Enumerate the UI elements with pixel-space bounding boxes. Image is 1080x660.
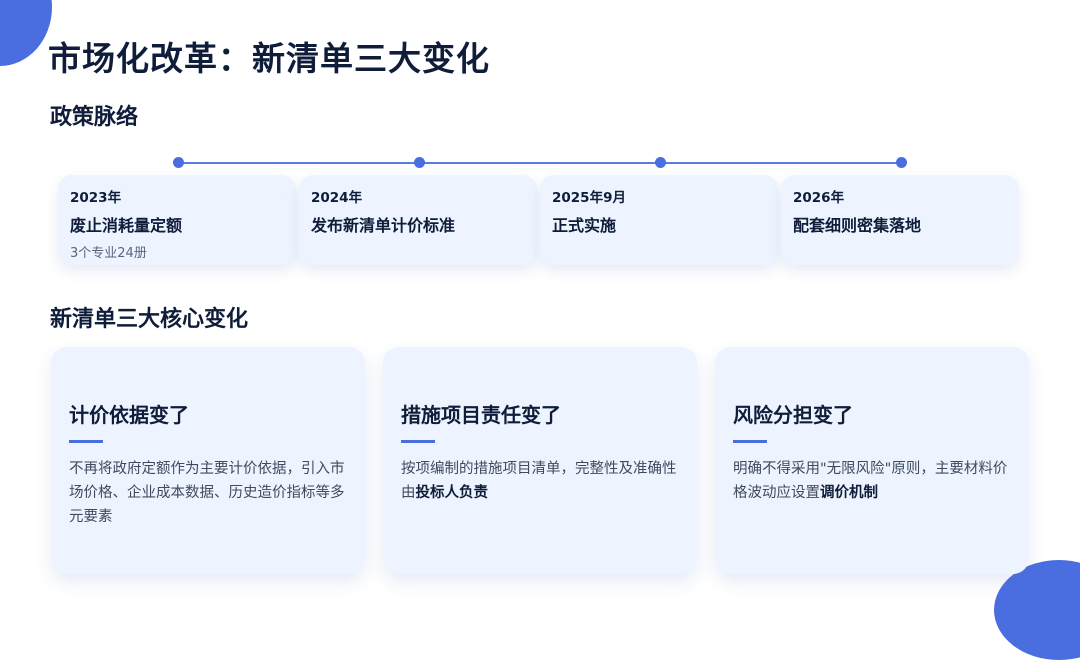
milestone-card-2024: 2024年 发布新清单计价标准 (299, 175, 537, 265)
description-text: 按项编制的措施项目清单，完整性及准确性由 (401, 461, 677, 501)
milestone-title: 废止消耗量定额 (70, 216, 183, 235)
core-change-card-risk-sharing: 风险分担变了 明确不得采用"无限风险"原则，主要材料价格波动应设置调价机制 (715, 347, 1029, 574)
timeline-line (178, 162, 902, 164)
core-changes-heading: 新清单三大核心变化 (50, 307, 249, 332)
core-change-card-measures-responsibility: 措施项目责任变了 按项编制的措施项目清单，完整性及准确性由投标人负责 (383, 347, 697, 574)
core-change-card-pricing-basis: 计价依据变了 不再将政府定额作为主要计价依据，引入市场价格、企业成本数据、历史造… (51, 347, 365, 574)
core-change-description: 不再将政府定额作为主要计价依据，引入市场价格、企业成本数据、历史造价指标等多元要… (69, 457, 347, 529)
title-underline (401, 440, 435, 443)
milestone-year: 2023年 (70, 190, 122, 206)
milestone-card-2026: 2026年 配套细则密集落地 (781, 175, 1019, 265)
description-text: 不再将政府定额作为主要计价依据，引入市场价格、企业成本数据、历史造价指标等多元要… (69, 461, 345, 525)
core-change-description: 按项编制的措施项目清单，完整性及准确性由投标人负责 (401, 457, 679, 505)
description-text: 明确不得采用"无限风险"原则，主要材料价格波动应设置 (733, 461, 1008, 501)
corner-decoration-top-left (0, 0, 52, 66)
milestone-title: 发布新清单计价标准 (311, 216, 456, 235)
milestone-subtitle: 3个专业24册 (70, 246, 147, 261)
title-underline (69, 440, 103, 443)
timeline-dot (655, 157, 666, 168)
description-emphasis: 投标人负责 (415, 485, 489, 501)
timeline-dot (173, 157, 184, 168)
milestone-year: 2026年 (793, 190, 845, 206)
policy-context-heading: 政策脉络 (50, 105, 139, 130)
page-title: 市场化改革：新清单三大变化 (48, 39, 490, 78)
milestone-title: 正式实施 (552, 216, 617, 235)
milestone-year: 2024年 (311, 190, 363, 206)
timeline-dot (414, 157, 425, 168)
core-change-title: 风险分担变了 (733, 403, 853, 427)
title-underline (733, 440, 767, 443)
milestone-card-2023: 2023年 废止消耗量定额 3个专业24册 (58, 175, 296, 265)
core-change-description: 明确不得采用"无限风险"原则，主要材料价格波动应设置调价机制 (733, 457, 1011, 505)
corner-decoration-bottom-right (994, 560, 1080, 660)
core-change-title: 计价依据变了 (69, 403, 189, 427)
milestone-title: 配套细则密集落地 (793, 216, 922, 235)
milestone-year: 2025年9月 (552, 190, 626, 206)
milestone-card-2025: 2025年9月 正式实施 (540, 175, 778, 265)
description-emphasis: 调价机制 (820, 485, 878, 501)
timeline-dot (896, 157, 907, 168)
core-change-title: 措施项目责任变了 (401, 403, 561, 427)
